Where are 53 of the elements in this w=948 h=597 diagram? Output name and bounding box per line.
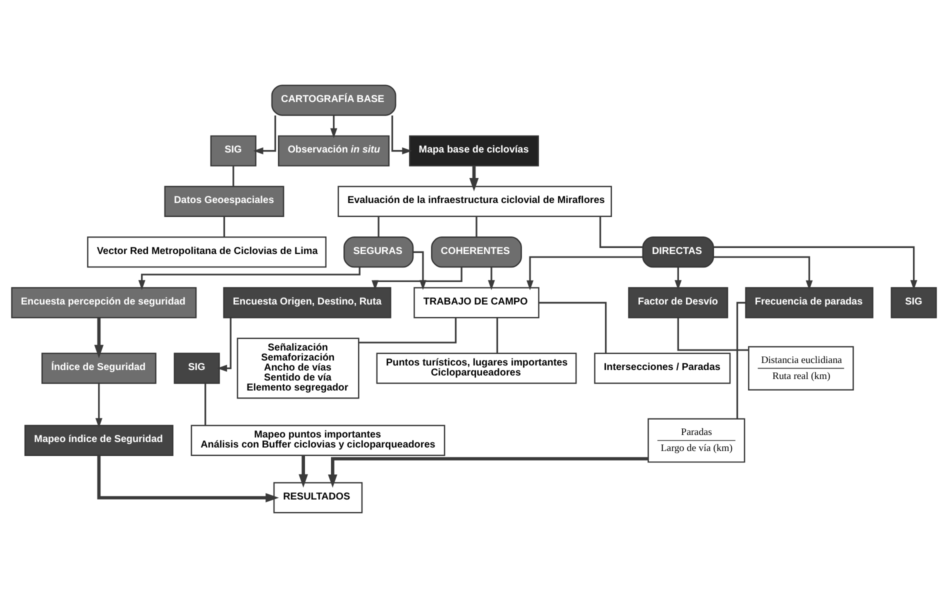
node-box: CARTOGRAFÍA BASE	[271, 84, 396, 116]
node-box: RESULTADOS	[273, 482, 363, 513]
arrow	[328, 456, 648, 488]
node-box: Frecuencia de paradas	[745, 286, 874, 318]
connector	[223, 216, 226, 236]
node-box: Datos Geoespaciales	[164, 185, 284, 217]
node-box: Puntos turísticos, lugares importantes Cicloparqueadores	[376, 352, 577, 384]
connector	[232, 166, 234, 186]
connector	[204, 382, 206, 426]
node-box: Intersecciones / Paradas	[594, 352, 731, 384]
node-box: COHERENTES	[431, 236, 522, 268]
arrow	[138, 266, 360, 290]
arrow	[526, 256, 643, 290]
node-box: SEGURAS	[344, 236, 414, 268]
node-box: Señalización Semaforización Ancho de vías Sentido de vía Elemento segregador	[236, 337, 360, 398]
connector	[496, 317, 498, 353]
node-box: Evaluación de la infraestructura ciclovial de Miraflores	[338, 185, 612, 217]
node-box: DIRECTAS	[642, 236, 714, 268]
arrow	[713, 246, 918, 290]
arrow	[94, 317, 104, 358]
arrow	[674, 266, 682, 290]
arrow	[298, 455, 308, 488]
connector	[538, 301, 607, 353]
connector	[358, 317, 457, 343]
node-box: Mapa base de ciclovías	[409, 134, 539, 166]
connector	[736, 301, 746, 418]
node-box: Índice de Seguridad	[41, 352, 156, 384]
arrow	[488, 266, 495, 290]
node-box: Observación in situ	[278, 134, 390, 166]
node-box: Encuesta percepción de seguridad	[11, 286, 197, 318]
node-box: SIG	[890, 286, 937, 318]
node-box: Factor de Desvío	[628, 286, 728, 318]
arrow	[714, 256, 813, 290]
arrow	[95, 382, 102, 428]
connector	[599, 216, 643, 248]
arrow	[391, 114, 412, 154]
node-box: SIG	[210, 134, 256, 166]
node-box: Vector Red Metropolitana de Ciclovias de Lima	[87, 236, 326, 268]
arrow	[97, 455, 279, 502]
node-box: Paradas Largo de vía (km)	[648, 418, 746, 462]
node-box: Encuesta Origen, Destino, Ruta	[223, 286, 392, 318]
arrow	[217, 317, 232, 372]
arrow	[253, 114, 276, 154]
connector	[378, 216, 380, 236]
node-box: SIG	[174, 352, 220, 384]
arrow	[469, 166, 479, 191]
node-box: TRABAJO DE CAMPO	[414, 286, 540, 318]
arrow	[330, 114, 338, 138]
node-box: Mapeo puntos importantes Análisis con Buffer ciclovias y cicloparqueadores	[190, 424, 446, 456]
node-box: Mapeo índice de Seguridad	[24, 424, 174, 456]
node-box: Distancia euclidiana Ruta real (km)	[748, 346, 854, 390]
connector	[677, 317, 749, 350]
connector	[476, 216, 478, 236]
